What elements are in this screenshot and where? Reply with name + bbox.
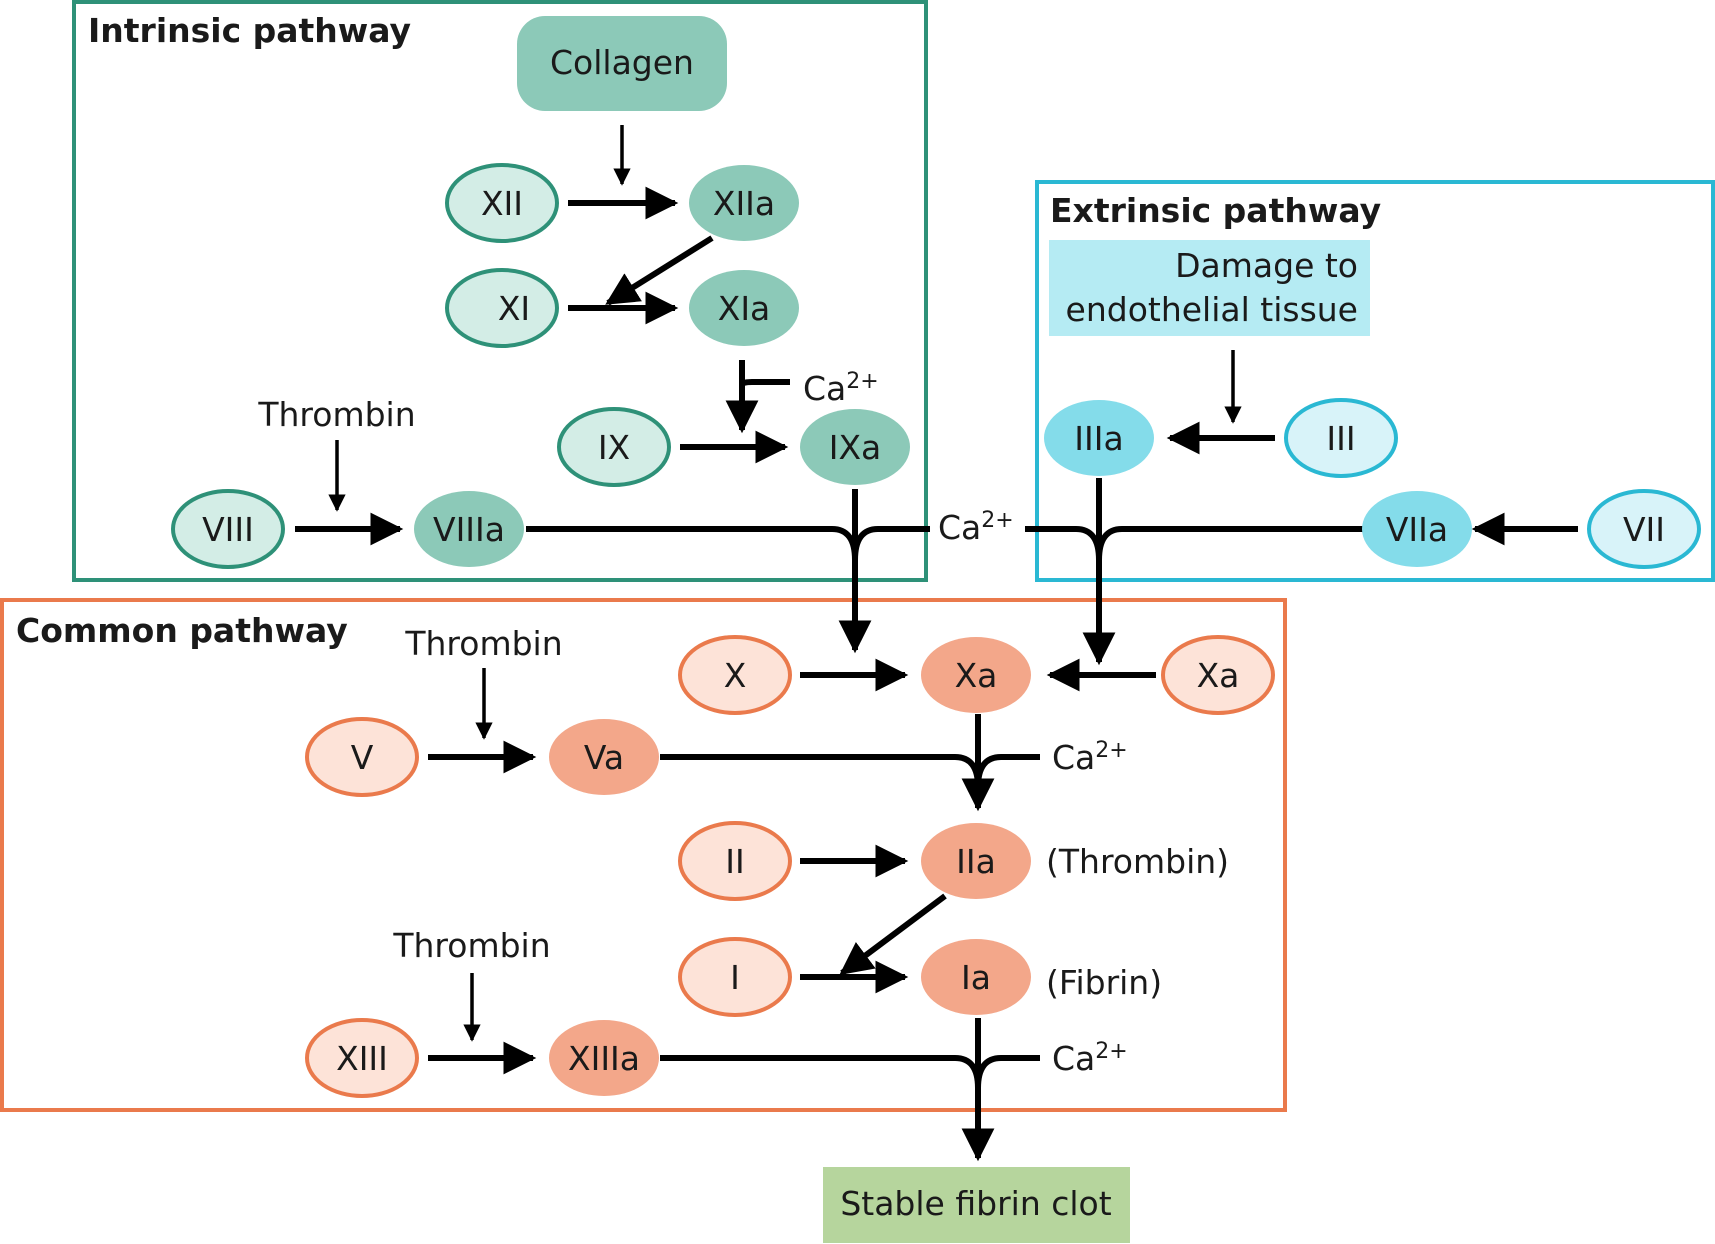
factor-XIa: XIa bbox=[689, 270, 799, 346]
factor-IIIa: IIIa bbox=[1044, 400, 1154, 476]
svg-text:XIIIa: XIIIa bbox=[568, 1039, 640, 1078]
svg-text:IXa: IXa bbox=[829, 428, 882, 467]
factor-Ia: Ia bbox=[921, 939, 1031, 1015]
factor-XII: XII bbox=[445, 163, 559, 243]
damage-box: Damage to endothelial tissue bbox=[1049, 240, 1370, 336]
thrombin-label-xiii: Thrombin bbox=[392, 926, 550, 965]
factor-IXa: IXa bbox=[800, 409, 910, 485]
damage-label-line2: endothelial tissue bbox=[1066, 290, 1358, 329]
factor-V: V bbox=[305, 717, 419, 797]
svg-text:XIIa: XIIa bbox=[713, 184, 775, 223]
svg-text:VIIIa: VIIIa bbox=[433, 510, 505, 549]
factor-XIIIa: XIIIa bbox=[549, 1020, 659, 1096]
svg-text:Xa: Xa bbox=[1197, 656, 1240, 695]
factor-Xa-extrinsic: Xa bbox=[1161, 635, 1275, 715]
factor-III: III bbox=[1284, 398, 1398, 478]
stable-fibrin-clot-box: Stable fibrin clot bbox=[823, 1167, 1130, 1243]
factor-VII: VII bbox=[1587, 489, 1701, 569]
intrinsic-pathway-box bbox=[72, 0, 928, 582]
svg-text:XIII: XIII bbox=[336, 1039, 388, 1078]
factor-Va: Va bbox=[549, 719, 659, 795]
svg-text:I: I bbox=[730, 958, 740, 997]
svg-text:VII: VII bbox=[1623, 510, 1665, 549]
factor-IX: IX bbox=[557, 407, 671, 487]
svg-text:X: X bbox=[724, 656, 747, 695]
factor-XIII: XIII bbox=[305, 1018, 419, 1098]
svg-text:XII: XII bbox=[481, 184, 523, 223]
svg-text:IIIa: IIIa bbox=[1074, 419, 1123, 458]
svg-text:V: V bbox=[351, 738, 374, 777]
factor-VIIIa: VIIIa bbox=[414, 491, 524, 567]
factor-VIII: VIII bbox=[171, 489, 285, 569]
intrinsic-pathway-title: Intrinsic pathway bbox=[88, 11, 411, 50]
thrombin-annotation: (Thrombin) bbox=[1046, 842, 1229, 881]
factor-IIa: IIa bbox=[921, 823, 1031, 899]
svg-text:Xa: Xa bbox=[955, 656, 998, 695]
thrombin-label-viii: Thrombin bbox=[257, 395, 415, 434]
svg-text:XI: XI bbox=[498, 289, 530, 328]
calcium-label-x: Ca2+ bbox=[938, 508, 1014, 547]
factor-I: I bbox=[678, 937, 792, 1017]
pathway-arrows bbox=[295, 125, 1578, 1162]
svg-text:VIII: VIII bbox=[202, 510, 254, 549]
calcium-label-ix: Ca2+ bbox=[803, 369, 879, 408]
damage-label-line1: Damage to bbox=[1175, 246, 1358, 285]
extrinsic-pathway-box bbox=[1035, 180, 1715, 582]
collagen-label: Collagen bbox=[550, 43, 694, 82]
common-pathway-title: Common pathway bbox=[16, 611, 348, 650]
svg-text:III: III bbox=[1326, 419, 1355, 458]
calcium-label-ii: Ca2+ bbox=[1052, 738, 1128, 777]
factor-VIIa: VIIa bbox=[1362, 491, 1472, 567]
factor-II: II bbox=[678, 821, 792, 901]
factor-X: X bbox=[678, 635, 792, 715]
extrinsic-pathway-title: Extrinsic pathway bbox=[1050, 191, 1381, 230]
factor-XI: XI bbox=[445, 268, 559, 348]
svg-text:IIa: IIa bbox=[956, 842, 996, 881]
fibrin-annotation: (Fibrin) bbox=[1046, 963, 1162, 1002]
clot-label: Stable fibrin clot bbox=[840, 1184, 1111, 1223]
calcium-label-clot: Ca2+ bbox=[1052, 1039, 1128, 1078]
svg-text:Va: Va bbox=[584, 738, 624, 777]
svg-text:VIIa: VIIa bbox=[1386, 510, 1448, 549]
svg-text:XIa: XIa bbox=[718, 289, 771, 328]
common-pathway-box bbox=[0, 598, 1287, 1112]
svg-text:IX: IX bbox=[598, 428, 630, 467]
svg-text:II: II bbox=[725, 842, 744, 881]
thrombin-label-v: Thrombin bbox=[404, 624, 562, 663]
factor-Xa: Xa bbox=[921, 637, 1031, 713]
svg-text:Ia: Ia bbox=[961, 958, 991, 997]
factor-XIIa: XIIa bbox=[689, 165, 799, 241]
collagen-box: Collagen bbox=[517, 16, 727, 111]
